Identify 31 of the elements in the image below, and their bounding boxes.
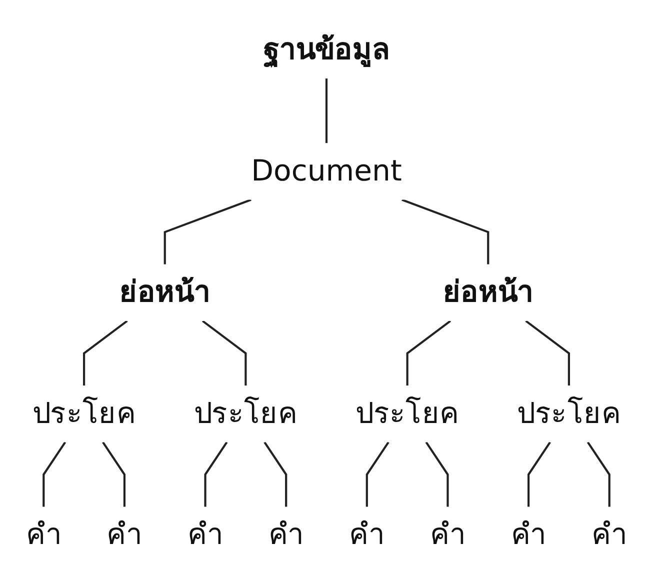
node-text: คำ bbox=[510, 518, 546, 552]
node-text: คำ bbox=[26, 518, 62, 552]
connector bbox=[525, 320, 570, 386]
connector bbox=[42, 442, 66, 508]
connector bbox=[202, 320, 247, 386]
connector bbox=[528, 442, 551, 508]
connector bbox=[325, 78, 328, 144]
node-text: ย่อหน้า bbox=[442, 276, 534, 310]
connector bbox=[102, 442, 126, 508]
node-text: ฐานข้อมูล bbox=[263, 34, 390, 68]
node-text: ประโยค bbox=[194, 397, 298, 432]
connector bbox=[406, 320, 452, 386]
connector bbox=[586, 442, 610, 508]
node-text: คำ bbox=[268, 518, 304, 552]
node-text: ประโยค bbox=[32, 397, 136, 432]
node-text: คำ bbox=[106, 518, 142, 552]
node-text: คำ bbox=[349, 518, 385, 552]
connector bbox=[402, 199, 490, 265]
node-text: Document bbox=[251, 154, 402, 189]
node-text: ประโยค bbox=[356, 397, 460, 432]
node-text: คำ bbox=[187, 518, 224, 552]
connector bbox=[83, 320, 128, 386]
connector bbox=[204, 442, 228, 508]
node-text: ประโยค bbox=[517, 397, 621, 432]
node-text: คำ bbox=[430, 518, 466, 552]
connector bbox=[164, 199, 252, 265]
connector bbox=[264, 442, 288, 508]
node-text: คำ bbox=[592, 518, 628, 552]
connector bbox=[425, 442, 449, 508]
connector bbox=[366, 442, 390, 508]
node-text: ย่อหน้า bbox=[120, 276, 210, 310]
